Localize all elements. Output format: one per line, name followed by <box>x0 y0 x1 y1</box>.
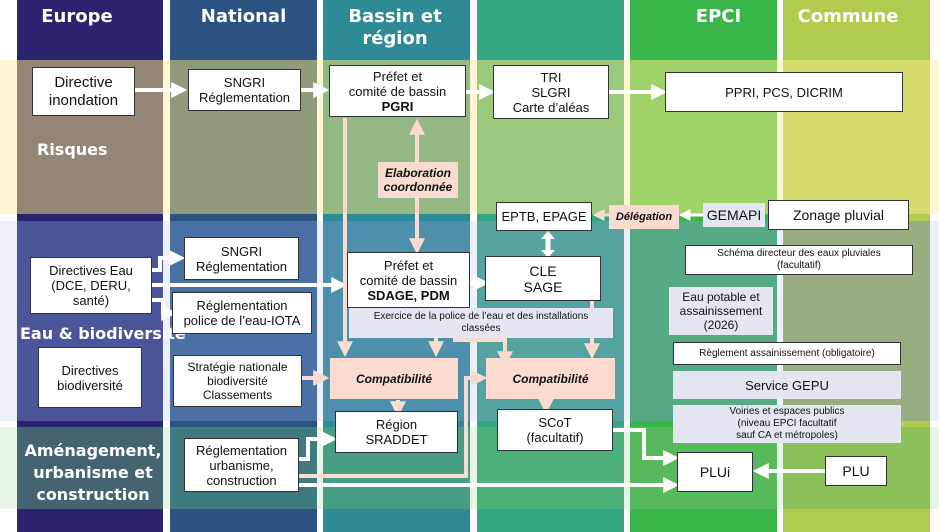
box-sngri-eau: SNGRI Réglementation <box>184 237 299 280</box>
text-line: biodiversité <box>207 374 268 388</box>
cell-europe-amenagement <box>17 427 163 509</box>
box-compatibilite-2: Compatibilité <box>486 358 615 399</box>
text-line: Région <box>375 417 418 432</box>
text-line: SRADDET <box>365 432 428 447</box>
text-line: Voiries et espaces publics <box>729 406 845 417</box>
text-line: inondation <box>48 91 119 109</box>
text-line: SNGRI <box>220 243 263 259</box>
text-line: SLGRI <box>531 84 571 100</box>
text-line: (niveau EPCI facultatif <box>737 418 837 429</box>
box-prefet-pgri: Préfet et comité de bassin PGRI <box>329 65 466 117</box>
box-plui: PLUi <box>677 452 753 492</box>
column-header-commune: Commune <box>797 6 899 27</box>
box-zonage-pluvial: Zonage pluvial <box>768 200 909 230</box>
text-line: Elaboration <box>384 166 451 180</box>
box-directives-eau: Directives Eau (DCE, DERU, santé) <box>30 257 152 314</box>
text-line: Schéma directeur des eaux pluviales <box>717 248 881 259</box>
text-line: Carte d’aléas <box>512 99 590 115</box>
text-line: police de l’eau-IOTA <box>183 313 301 328</box>
text-line: (facultatif) <box>777 260 821 271</box>
box-prefet-sdage: Préfet et comité de bassin SDAGE, PDM <box>347 252 470 308</box>
text-line: Exercice de la police de l’eau et des in… <box>373 311 589 322</box>
text-line: SAGE <box>523 278 563 295</box>
box-strategie-biodiversite: Stratégie nationale biodiversité Classem… <box>173 355 302 407</box>
band-label-eau-biodiversite: Eau & biodiversité <box>20 324 186 343</box>
box-voiries: Voiries et espaces publics (niveau EPCI … <box>673 405 901 443</box>
band-label-amenagement: Aménagement, urbanisme et construction <box>24 441 162 504</box>
box-ppri-pcs-dicrim: PPRI, PCS, DICRIM <box>665 72 903 112</box>
text-line: (2026) <box>703 318 739 332</box>
box-schema-pluvial: Schéma directeur des eaux pluviales (fac… <box>685 245 913 275</box>
box-directive-inondation: Directive inondation <box>32 67 135 116</box>
text-line: Stratégie nationale <box>187 360 288 374</box>
box-tri-slgri: TRI SLGRI Carte d’aléas <box>493 65 609 119</box>
text-line: TRI <box>540 69 562 85</box>
text-line: comité de bassin <box>359 272 458 288</box>
box-region-sraddet: Région SRADDET <box>335 411 458 453</box>
text-line: Classements <box>202 388 273 402</box>
text-line: comité de bassin <box>348 83 447 99</box>
box-police-iota: Réglementation police de l’eau-IOTA <box>172 292 312 334</box>
box-exercice-police: Exercice de la police de l’eau et des in… <box>349 308 613 338</box>
box-reglement-assainissement: Règlement assainissement (obligatoire) <box>673 342 901 365</box>
box-cle-sage: CLE SAGE <box>485 256 601 301</box>
text-line: Réglementation <box>198 90 291 105</box>
column-header-bassin-region: Bassin et région <box>348 6 442 49</box>
text-line: sauf CA et métropoles) <box>736 430 838 441</box>
band-label-risques: Risques <box>37 140 108 159</box>
text-line: (DCE, DERU, <box>51 278 131 293</box>
box-eau-potable: Eau potable et assainissement (2026) <box>669 287 773 335</box>
text-line: classées <box>461 323 501 334</box>
text-line: assainissement <box>679 304 763 318</box>
box-service-gepu: Service GEPU <box>673 371 901 399</box>
text-line: (facultatif) <box>526 430 584 445</box>
text-line: Réglementation <box>195 442 288 458</box>
column-header-epci: EPCI <box>695 6 742 27</box>
box-sngri-risques: SNGRI Réglementation <box>188 69 301 111</box>
box-plu: PLU <box>825 456 887 486</box>
text-line: Réglementation <box>195 258 288 274</box>
text-line: urbanisme, <box>209 457 274 473</box>
text-line: SNGRI <box>223 75 266 90</box>
box-compatibilite-1: Compatibilité <box>330 358 458 399</box>
text-line: Préfet et <box>372 68 423 84</box>
text-line: Réglementation <box>196 298 288 313</box>
box-elaboration-coordonnee: Elaboration coordonnée <box>378 162 458 198</box>
column-header-europe: Europe <box>41 6 113 27</box>
text-line: Directive <box>54 73 113 91</box>
text-line: coordonnée <box>383 180 453 194</box>
text-line: PGRI <box>381 98 414 114</box>
text-line: Directives Eau <box>49 263 133 278</box>
box-directives-biodiversite: Directives biodiversité <box>38 347 142 408</box>
box-eptb-epage: EPTB, EPAGE <box>496 202 592 231</box>
text-line: SCoT <box>538 415 572 430</box>
text-line: Préfet et <box>383 257 434 273</box>
box-gemapi: GEMAPI <box>703 203 765 227</box>
text-line: SDAGE, PDM <box>367 287 450 303</box>
column-header-national: National <box>200 6 287 27</box>
text-line: CLE <box>529 262 557 279</box>
box-delegation: Délégation <box>609 205 679 229</box>
box-scot: SCoT (facultatif) <box>497 409 613 451</box>
text-line: biodiversité <box>57 377 123 393</box>
text-line: Directives <box>61 362 119 378</box>
text-line: Eau potable et <box>682 290 760 304</box>
text-line: santé) <box>72 293 110 308</box>
text-line: construction <box>206 472 277 488</box>
box-reglementation-urbanisme: Réglementation urbanisme, construction <box>184 438 299 492</box>
